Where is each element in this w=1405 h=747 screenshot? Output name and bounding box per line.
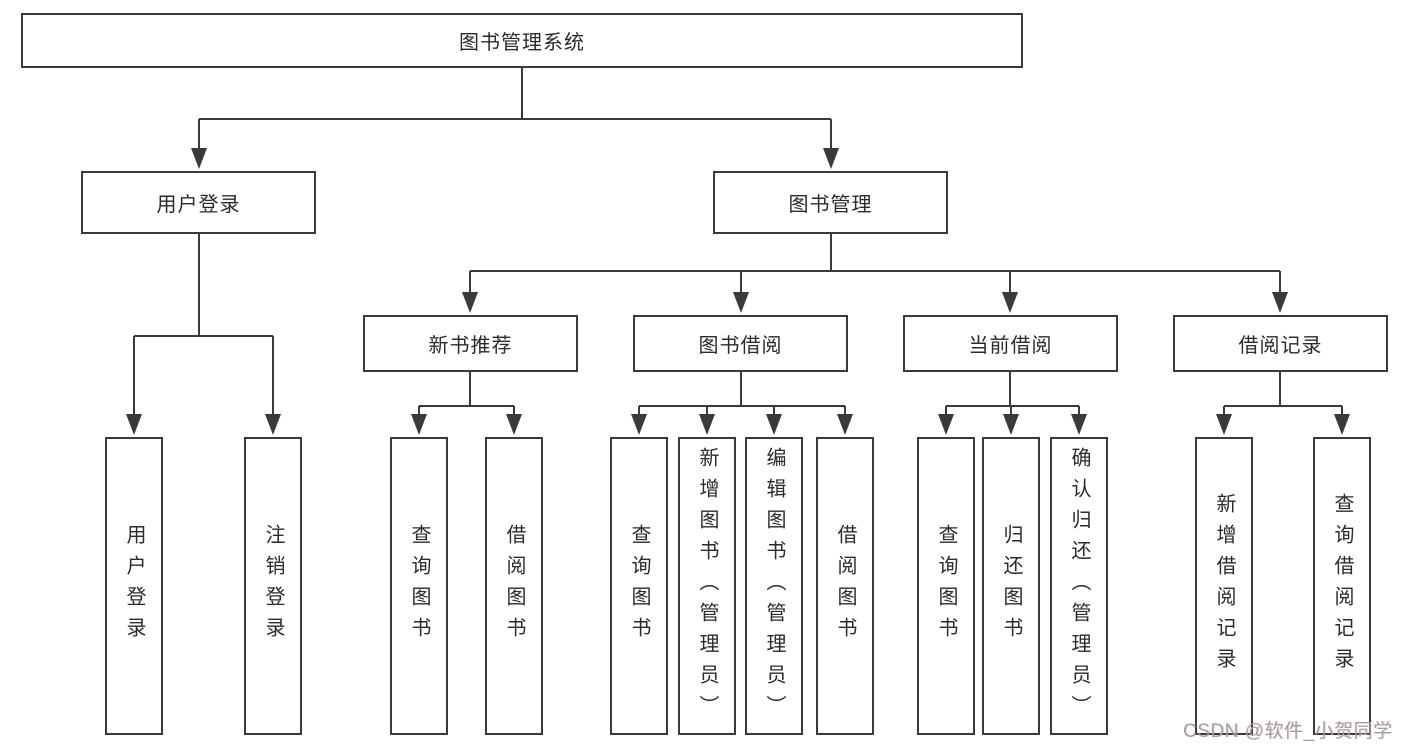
node-current-borrowing: 当前借阅 <box>903 315 1118 372</box>
leaf-return-books-label: 归还图书 <box>1000 524 1022 648</box>
leaf-add-borrow-record-label: 新增借阅记录 <box>1213 493 1235 679</box>
csdn-watermark: CSDN @软件_小贺同学 <box>1183 721 1393 742</box>
edge-current-to-leaves <box>938 372 1087 435</box>
leaf-query-borrow-record: 查询借阅记录 <box>1313 437 1371 735</box>
edge-recommend-to-leaves <box>411 372 522 435</box>
edge-borrowing-to-leaves <box>631 372 853 435</box>
leaf-query-books-recommend: 查询图书 <box>390 437 448 735</box>
leaf-add-book-admin-label: 新增图书（管理员） <box>696 446 718 726</box>
edge-root-to-level2 <box>191 68 839 169</box>
leaf-borrow-books-recommend: 借阅图书 <box>485 437 543 735</box>
node-book-borrowing-label: 图书借阅 <box>698 335 783 357</box>
leaf-confirm-return-admin-label: 确认归还（管理员） <box>1068 446 1090 726</box>
node-new-book-recommendation-label: 新书推荐 <box>428 335 513 357</box>
node-borrowing-records: 借阅记录 <box>1173 315 1388 372</box>
edge-records-to-leaves <box>1216 372 1350 435</box>
leaf-user-login-label: 用户登录 <box>123 524 145 648</box>
leaf-return-books: 归还图书 <box>982 437 1040 735</box>
leaf-query-books-borrow-label: 查询图书 <box>628 524 650 648</box>
node-book-management-label: 图书管理 <box>788 194 873 216</box>
node-root: 图书管理系统 <box>21 13 1023 68</box>
leaf-query-books-borrow: 查询图书 <box>610 437 668 735</box>
leaf-confirm-return-admin: 确认归还（管理员） <box>1050 437 1108 735</box>
leaf-borrow-books-recommend-label: 借阅图书 <box>503 524 525 648</box>
leaf-borrow-books-label: 借阅图书 <box>834 524 856 648</box>
leaf-edit-book-admin-label: 编辑图书（管理员） <box>763 446 785 726</box>
node-user-login-label: 用户登录 <box>156 194 241 216</box>
leaf-query-books-current-label: 查询图书 <box>935 524 957 648</box>
node-book-management: 图书管理 <box>713 171 948 234</box>
node-user-login: 用户登录 <box>81 171 316 234</box>
node-book-borrowing: 图书借阅 <box>633 315 848 372</box>
leaf-borrow-books: 借阅图书 <box>816 437 874 735</box>
leaf-user-login: 用户登录 <box>105 437 163 735</box>
leaf-query-books-current: 查询图书 <box>917 437 975 735</box>
leaf-edit-book-admin: 编辑图书（管理员） <box>745 437 803 735</box>
leaf-logout: 注销登录 <box>244 437 302 735</box>
leaf-logout-label: 注销登录 <box>262 524 284 648</box>
node-current-borrowing-label: 当前借阅 <box>968 335 1053 357</box>
node-borrowing-records-label: 借阅记录 <box>1238 335 1323 357</box>
node-new-book-recommendation: 新书推荐 <box>363 315 578 372</box>
leaf-query-books-recommend-label: 查询图书 <box>408 524 430 648</box>
leaf-add-borrow-record: 新增借阅记录 <box>1195 437 1253 735</box>
edge-login-to-leaves <box>126 234 281 435</box>
leaf-add-book-admin: 新增图书（管理员） <box>678 437 736 735</box>
leaf-query-borrow-record-label: 查询借阅记录 <box>1331 493 1353 679</box>
edge-books-to-level3 <box>462 234 1288 313</box>
node-root-label: 图书管理系统 <box>459 32 585 54</box>
